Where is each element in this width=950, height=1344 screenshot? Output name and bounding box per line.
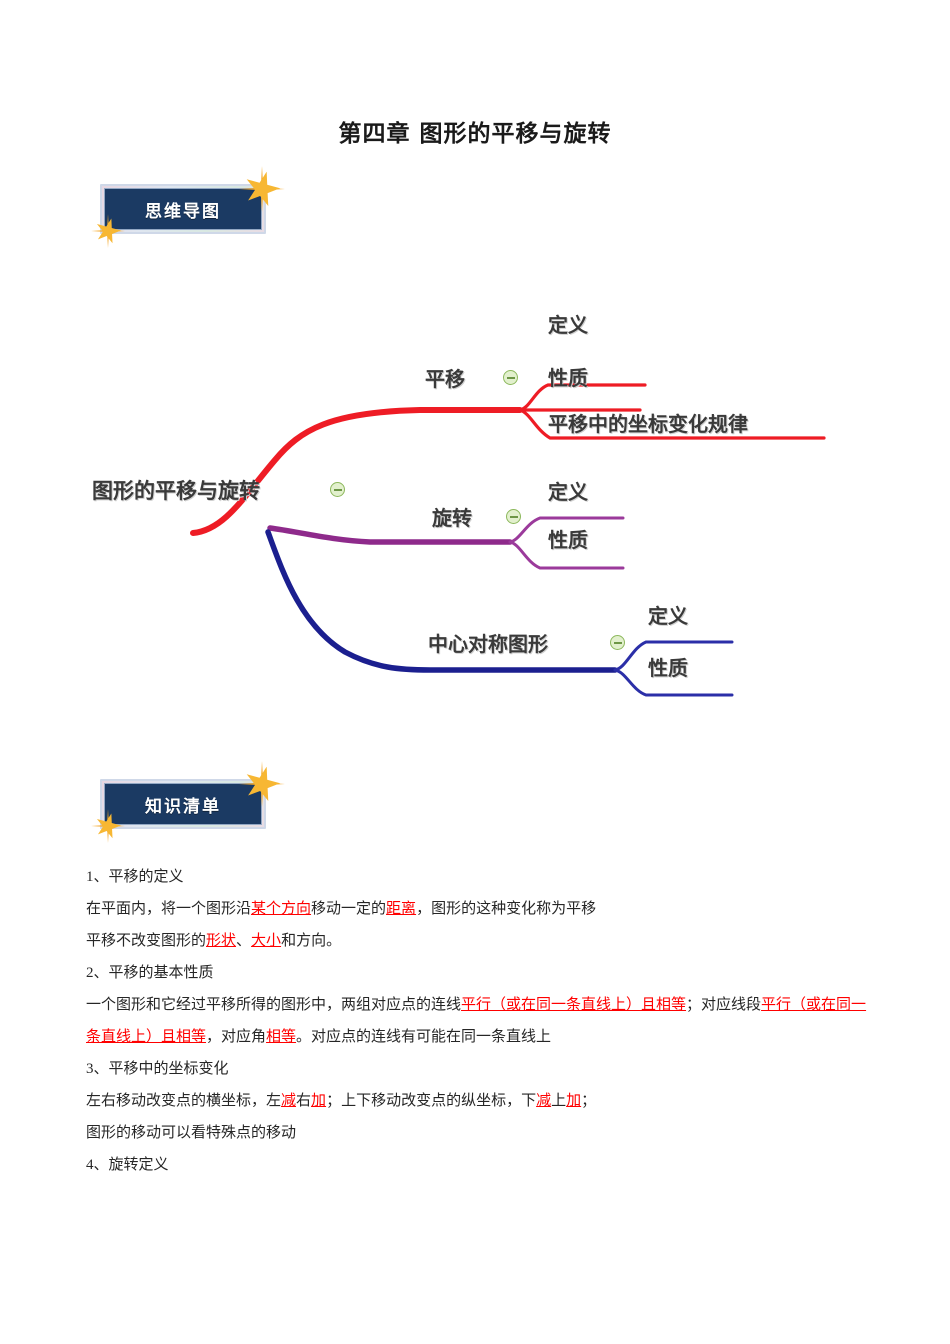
knowledge-heading: 3、平移中的坐标变化: [86, 1061, 229, 1077]
highlighted-term: 加: [311, 1093, 327, 1109]
page-title: 第四章 图形的平移与旋转: [338, 121, 612, 147]
mindmap-leaf-xuanzhuan-dingyi[interactable]: 定义: [548, 480, 588, 504]
mindmap-leaf-xuanzhuan-xingzhi[interactable]: 性质: [548, 528, 588, 552]
knowledge-paragraph: 左右移动改变点的横坐标，左减右加；上下移动改变点的纵坐标，下减上加；: [86, 1085, 876, 1117]
highlighted-term: 平行（或在同一条直线上）且相等: [86, 997, 867, 1045]
text-run: ，对应角: [206, 1029, 267, 1045]
text-run: 。对应点的连线有可能在同一条直线上: [296, 1029, 552, 1045]
highlighted-term: 形状: [206, 933, 237, 949]
knowledge-paragraph: 在平面内，将一个图形沿某个方向移动一定的距离，图形的这种变化称为平移: [86, 893, 876, 925]
text-run: ；: [581, 1093, 597, 1109]
section-badge-mindmap: 思维导图: [91, 166, 285, 248]
badge-label: 思维导图: [145, 201, 221, 222]
badge-label: 知识清单: [145, 796, 221, 817]
text-run: 上: [551, 1093, 567, 1109]
mindmap-connectors: [190, 383, 826, 697]
highlighted-term: 相等: [266, 1029, 297, 1045]
knowledge-paragraph: 图形的移动可以看特殊点的移动: [86, 1117, 876, 1149]
text-run: ；上下移动改变点的纵坐标，下: [326, 1093, 537, 1109]
mindmap-leaf-zxdc-xingzhi[interactable]: 性质: [648, 656, 688, 680]
collapse-minus-icon[interactable]: [610, 635, 625, 650]
mindmap-leaf-pingyi-xingzhi[interactable]: 性质: [548, 366, 588, 390]
badge-inner-panel: 知识清单: [104, 783, 262, 825]
text-run: 、: [236, 933, 252, 949]
knowledge-heading: 4、旋转定义: [86, 1157, 169, 1173]
text-run: 图形的移动可以看特殊点的移动: [86, 1125, 297, 1141]
highlighted-term: 减: [281, 1093, 297, 1109]
collapse-minus-icon[interactable]: [503, 370, 518, 385]
badge-inner-panel: 思维导图: [104, 188, 262, 230]
mindmap-root-node[interactable]: 图形的平移与旋转: [92, 479, 260, 503]
mindmap-leaf-pingyi-dingyi[interactable]: 定义: [548, 313, 588, 337]
mindmap-branch-pingyi[interactable]: 平移: [425, 367, 465, 391]
section-badge-knowledge: 知识清单: [91, 761, 285, 843]
highlighted-term: 减: [536, 1093, 552, 1109]
highlighted-term: 距离: [386, 901, 417, 917]
mindmap-diagram: 图形的平移与旋转 平移 定义 性质 平移中的坐标变化规律 旋转 定义 性质 中心…: [0, 280, 950, 700]
text-run: 移动一定的: [311, 901, 387, 917]
mindmap-leaf-pingyi-zuobiao[interactable]: 平移中的坐标变化规律: [548, 412, 748, 436]
knowledge-paragraph: 平移不改变图形的形状、大小和方向。: [86, 925, 876, 957]
text-run: ；对应线段: [686, 997, 762, 1013]
highlighted-term: 某个方向: [251, 901, 312, 917]
mindmap-leaf-zxdc-dingyi[interactable]: 定义: [648, 604, 688, 628]
highlighted-term: 平行（或在同一条直线上）且相等: [461, 997, 687, 1013]
text-run: 在平面内，将一个图形沿: [86, 901, 252, 917]
text-run: 右: [296, 1093, 312, 1109]
mindmap-branch-zhongxinduichen[interactable]: 中心对称图形: [428, 632, 548, 656]
text-run: ，图形的这种变化称为平移: [416, 901, 597, 917]
text-run: 左右移动改变点的横坐标，左: [86, 1093, 282, 1109]
highlighted-term: 加: [566, 1093, 582, 1109]
knowledge-heading: 2、平移的基本性质: [86, 965, 214, 981]
knowledge-paragraph: 一个图形和它经过平移所得的图形中，两组对应点的连线平行（或在同一条直线上）且相等…: [86, 989, 876, 1053]
text-run: 平移不改变图形的: [86, 933, 207, 949]
highlighted-term: 大小: [251, 933, 282, 949]
knowledge-list-body: 1、平移的定义在平面内，将一个图形沿某个方向移动一定的距离，图形的这种变化称为平…: [86, 861, 876, 1181]
knowledge-heading: 1、平移的定义: [86, 869, 184, 885]
collapse-minus-icon[interactable]: [330, 482, 345, 497]
text-run: 和方向。: [281, 933, 342, 949]
text-run: 一个图形和它经过平移所得的图形中，两组对应点的连线: [86, 997, 462, 1013]
collapse-minus-icon[interactable]: [506, 509, 521, 524]
mindmap-branch-xuanzhuan[interactable]: 旋转: [432, 506, 472, 530]
